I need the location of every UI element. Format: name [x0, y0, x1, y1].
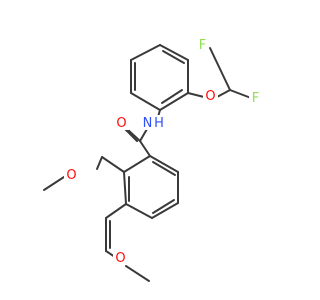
bond-11	[216, 89, 231, 98]
molecule-structure-diagram: F F O N H O O O	[43, 37, 262, 282]
bond-27	[152, 199, 175, 214]
fluorine-label-top: F	[199, 38, 206, 53]
methoxy-oxygen-label-4: O	[115, 251, 125, 266]
atom-label-layer: F F O N H O O O	[64, 37, 262, 266]
bond-21	[123, 171, 127, 205]
bond-28	[152, 161, 176, 176]
bond-10	[187, 92, 205, 98]
bond-20	[101, 156, 125, 173]
bond-15	[139, 128, 148, 142]
fluorine-label-right: F	[252, 91, 259, 106]
bond-3	[159, 92, 189, 111]
bond-13	[229, 89, 252, 99]
bond-7	[162, 50, 185, 64]
methoxy-oxygen-label-2: O	[66, 168, 76, 183]
bond-23	[151, 202, 179, 219]
bond-22	[125, 203, 153, 219]
bond-12	[209, 47, 231, 91]
bond-19	[123, 155, 151, 173]
bond-8	[161, 89, 183, 104]
ether-oxygen-label: O	[205, 89, 215, 104]
bond-31	[105, 203, 127, 219]
bond-16	[125, 127, 141, 142]
bond-35	[125, 265, 150, 282]
amide-nitrogen-label: N	[143, 116, 153, 131]
bond-4	[130, 92, 161, 111]
carbonyl-oxygen-label: O	[116, 116, 126, 131]
bond-6	[130, 44, 161, 61]
bond-30	[43, 176, 65, 191]
bond-layer	[43, 44, 252, 282]
bond-25	[149, 155, 179, 173]
bond-1	[159, 44, 189, 61]
amide-hydrogen-label: H	[154, 116, 164, 131]
bond-29	[96, 156, 103, 170]
bond-18	[139, 140, 151, 157]
